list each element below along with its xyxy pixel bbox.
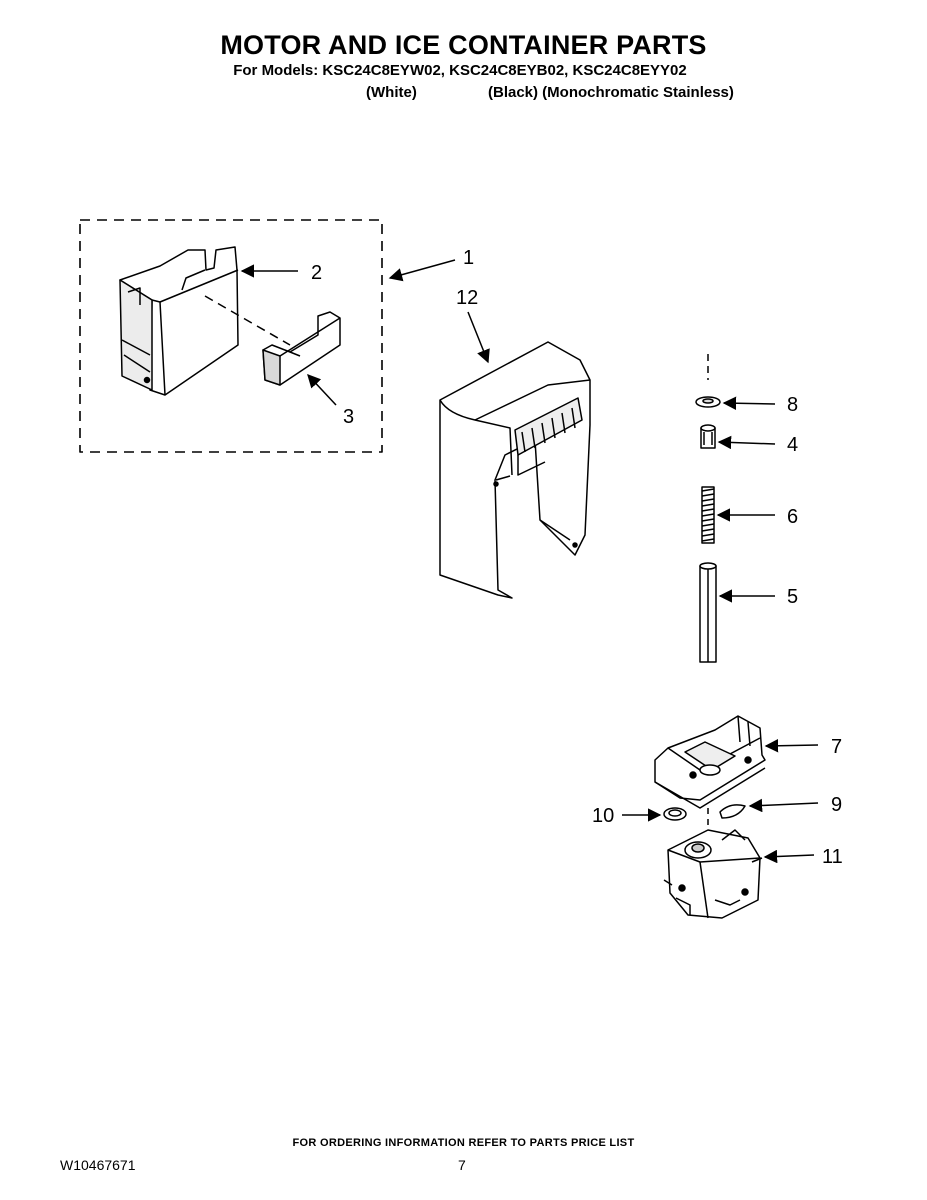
callout-3: 3 — [343, 406, 354, 428]
leader-8 — [722, 396, 776, 410]
shaft-part — [699, 562, 717, 663]
document-number: W10467671 — [60, 1157, 136, 1173]
leader-1 — [388, 259, 456, 282]
page-title: MOTOR AND ICE CONTAINER PARTS — [220, 30, 707, 60]
variant-white: (White) — [366, 84, 417, 101]
motor-part — [663, 829, 763, 919]
page-number: 7 — [458, 1157, 466, 1173]
callout-5: 5 — [787, 586, 798, 608]
callout-9: 9 — [831, 794, 842, 816]
o-ring-part — [663, 807, 687, 821]
leader-7 — [764, 739, 819, 753]
callout-6: 6 — [787, 506, 798, 528]
callout-10: 10 — [592, 805, 614, 827]
motor-bracket-part — [654, 715, 766, 809]
leader-12 — [467, 311, 490, 364]
callout-8: 8 — [787, 394, 798, 416]
callout-12: 12 — [456, 287, 478, 309]
callout-2: 2 — [311, 262, 322, 284]
leader-11 — [763, 849, 815, 864]
leader-3 — [307, 374, 337, 406]
models-line: For Models: KSC24C8EYW02, KSC24C8EYB02, … — [233, 62, 687, 79]
assembly-boundary-box — [79, 219, 383, 453]
alignment-line-2-3 — [204, 295, 291, 346]
spring-part — [701, 486, 715, 544]
variant-black-stainless: (Black) (Monochromatic Stainless) — [488, 84, 734, 101]
ice-bin-part — [119, 246, 239, 396]
gasket-part — [719, 804, 746, 819]
callout-4: 4 — [787, 434, 798, 456]
callout-7: 7 — [831, 736, 842, 758]
dispenser-housing-part — [439, 341, 591, 599]
coupler-part — [700, 424, 716, 449]
leader-9 — [748, 798, 819, 813]
callout-1: 1 — [463, 247, 474, 269]
leader-4 — [717, 435, 776, 450]
bin-handle-part — [262, 311, 341, 386]
ordering-note: FOR ORDERING INFORMATION REFER TO PARTS … — [292, 1137, 635, 1149]
callout-11: 11 — [822, 846, 843, 868]
washer-part — [695, 396, 721, 408]
